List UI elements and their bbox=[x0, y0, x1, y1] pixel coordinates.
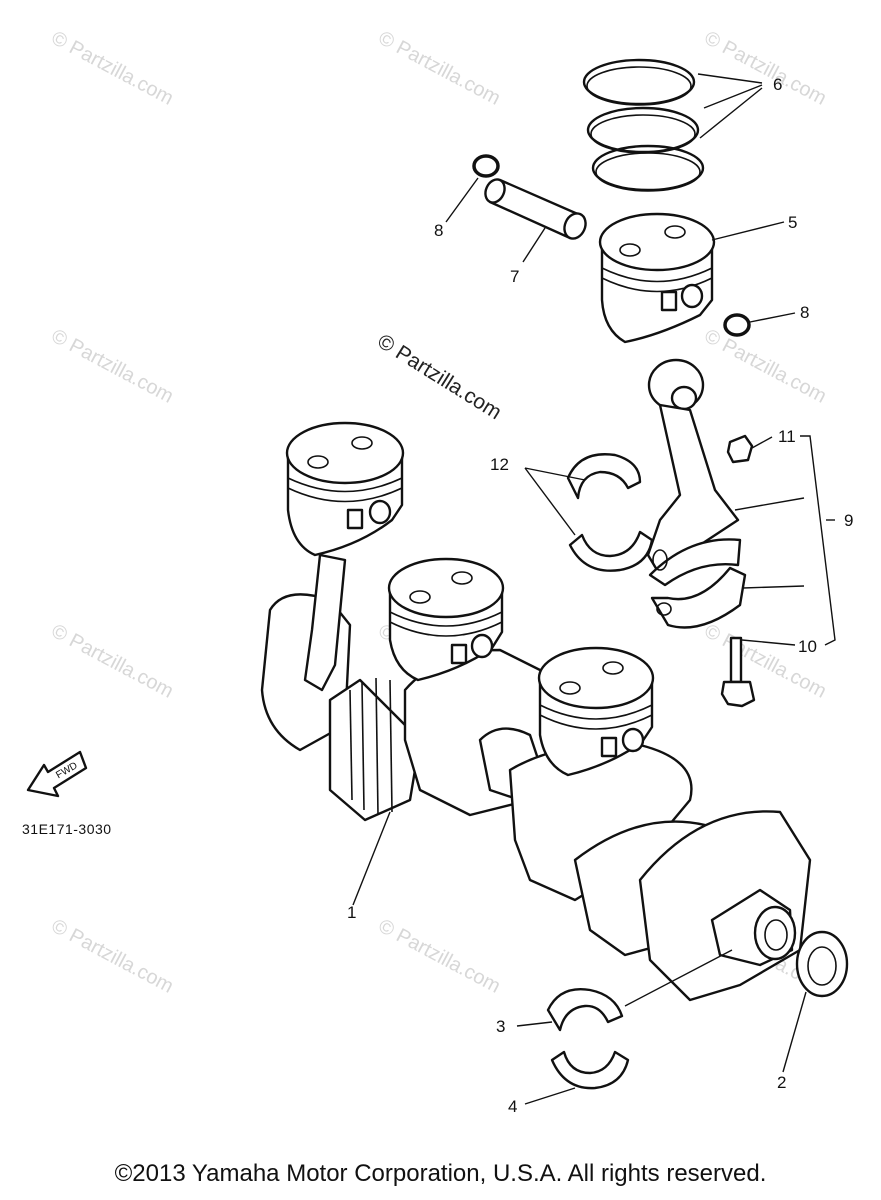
watermark: © Partzilla.com bbox=[48, 915, 177, 998]
piston-on-crank-3 bbox=[537, 646, 655, 777]
oil-seal bbox=[795, 930, 849, 998]
callout-9: 9 bbox=[844, 511, 853, 530]
rod-bolt bbox=[720, 636, 756, 708]
callout-2: 2 bbox=[777, 1073, 786, 1092]
callout-3: 3 bbox=[496, 1017, 505, 1036]
callout-8-upper: 8 bbox=[434, 221, 443, 240]
callout-4: 4 bbox=[508, 1097, 517, 1116]
circlip-upper bbox=[472, 154, 500, 178]
crankpin-bearing bbox=[566, 453, 654, 572]
diagram-part-code: 31E171-3030 bbox=[22, 821, 112, 837]
callout-11: 11 bbox=[778, 427, 796, 446]
callout-8-lower: 8 bbox=[800, 303, 809, 322]
callout-6: 6 bbox=[773, 75, 782, 94]
watermark: © Partzilla.com bbox=[375, 915, 504, 998]
fwd-arrow-icon: FWD bbox=[26, 750, 88, 798]
piston-on-crank-2 bbox=[387, 557, 505, 682]
connecting-rod-cap bbox=[650, 566, 747, 629]
callout-7: 7 bbox=[510, 267, 519, 286]
copyright-notice: ©2013 Yamaha Motor Corporation, U.S.A. A… bbox=[114, 1160, 767, 1187]
crankshaft-assembly bbox=[260, 593, 812, 1002]
watermark: © Partzilla.com bbox=[375, 27, 504, 110]
watermark: © Partzilla.com bbox=[48, 620, 177, 703]
piston-rings bbox=[582, 58, 705, 192]
callout-10: 10 bbox=[798, 637, 817, 656]
watermark: © Partzilla.com bbox=[701, 27, 830, 110]
main-bearing-lower bbox=[550, 1050, 630, 1090]
callout-labels: 6 5 7 8 8 12 11 9 10 1 2 3 4 bbox=[347, 75, 853, 1116]
leader-lines bbox=[352, 73, 836, 1105]
watermark: © Partzilla.com bbox=[701, 325, 830, 408]
connecting-rod bbox=[646, 358, 742, 587]
center-watermark: © Partzilla.com bbox=[373, 330, 505, 424]
watermark: © Partzilla.com bbox=[701, 620, 830, 703]
watermark: © Partzilla.com bbox=[48, 27, 177, 110]
piston-pin bbox=[484, 178, 587, 240]
watermark: © Partzilla.com bbox=[48, 325, 177, 408]
piston-on-crank-1 bbox=[285, 421, 405, 692]
callout-12: 12 bbox=[490, 455, 509, 474]
piston-single bbox=[598, 212, 716, 344]
rod-nut bbox=[726, 434, 754, 464]
main-bearing-upper bbox=[546, 988, 624, 1032]
callout-5: 5 bbox=[788, 213, 797, 232]
callout-1: 1 bbox=[347, 903, 356, 922]
circlip-lower bbox=[723, 313, 751, 337]
